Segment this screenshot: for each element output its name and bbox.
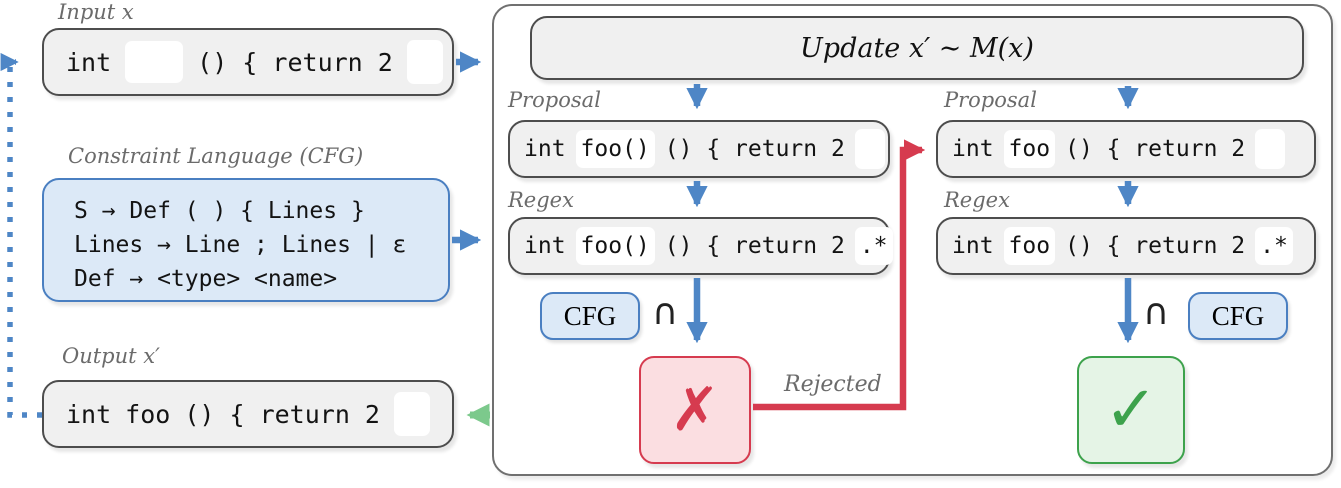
code-highlight: .* — [1255, 227, 1293, 265]
code-token: int — [952, 233, 994, 259]
grammar-rule: Lines → Line ; Lines | ε — [74, 232, 407, 258]
code-token: () { return 2 — [1065, 136, 1246, 162]
code-token: int — [524, 136, 566, 162]
intersection-icon: ∩ — [652, 292, 679, 333]
checkmark-icon: ✓ — [1104, 373, 1158, 447]
grammar-rule: S → Def ( ) { Lines } — [74, 198, 365, 224]
code-token: int — [524, 233, 566, 259]
regex-label-2: Regex — [944, 188, 1010, 212]
accepted-box: ✓ — [1077, 356, 1185, 464]
input-label: Input x — [58, 0, 134, 24]
constraint-grammar-box: S → Def ( ) { Lines } Lines → Line ; Lin… — [42, 178, 450, 302]
code-token: int — [66, 399, 112, 429]
output-label: Output x′ — [62, 344, 160, 368]
cfg-badge-1: CFG — [540, 292, 640, 340]
rejected-label: Rejected — [784, 372, 882, 397]
code-highlight: .* — [854, 227, 893, 265]
code-token: () { return 2 — [184, 399, 380, 429]
blank-slot — [125, 41, 184, 83]
cfg-badge-2: CFG — [1188, 292, 1288, 340]
code-token: () { return 2 — [664, 233, 845, 259]
proposal-code-box-2: int foo () { return 2 — [936, 120, 1316, 178]
code-highlight: foo — [1003, 130, 1056, 168]
proposal-code-box-1: int foo() () { return 2 — [508, 120, 890, 178]
output-code-box: int foo () { return 2 — [42, 380, 454, 448]
code-token: () { return 2 — [1065, 233, 1246, 259]
code-highlight: foo() — [575, 130, 655, 168]
code-token: int — [952, 136, 994, 162]
grammar-rule: Def → <type> <name> — [74, 266, 338, 292]
cross-icon: ✗ — [669, 375, 721, 445]
constraint-label: Constraint Language (CFG) — [68, 144, 364, 168]
regex-code-box-2: int foo () { return 2 .* — [936, 217, 1316, 275]
proposal-label-2: Proposal — [944, 88, 1037, 112]
code-token: () { return 2 — [664, 136, 845, 162]
blank-slot — [854, 129, 885, 169]
regex-label-1: Regex — [508, 188, 574, 212]
intersection-icon: ∩ — [1143, 292, 1170, 333]
code-token: foo — [125, 399, 171, 429]
update-box: Update x′ ∼ M(x) — [530, 16, 1304, 80]
blank-slot — [1255, 129, 1286, 169]
blank-slot — [393, 392, 430, 436]
arrow-output-loop-to-input-dotted — [0, 52, 42, 418]
input-code-box: int () { return 2 — [42, 28, 454, 96]
regex-code-box-1: int foo() () { return 2 .* — [508, 217, 893, 275]
rejected-box: ✗ — [639, 356, 751, 464]
blank-slot — [406, 40, 443, 84]
code-token: () { return 2 — [197, 47, 393, 77]
code-highlight: foo() — [575, 227, 655, 265]
code-highlight: foo — [1003, 227, 1056, 265]
code-token: int — [66, 47, 112, 77]
proposal-label-1: Proposal — [508, 88, 601, 112]
